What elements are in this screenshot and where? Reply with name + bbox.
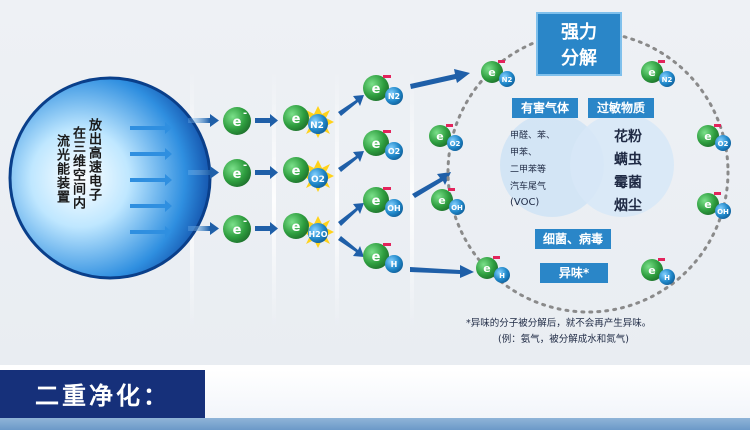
- odor-example: (例：氨气，被分解成水和氮气): [498, 334, 629, 345]
- column-separator: [410, 70, 414, 330]
- harmful-gas-box: 有害气体: [512, 98, 578, 118]
- harmful-item: 二甲苯等: [510, 165, 547, 175]
- arrow-h-to-circle: [410, 265, 474, 278]
- odor-box: 异味*: [540, 263, 608, 283]
- allergen-item: 霉菌: [614, 175, 642, 191]
- column-separator: [335, 70, 339, 330]
- electron-particle: e -: [223, 107, 251, 135]
- arrow-to-o2-radical: [338, 151, 364, 172]
- svg-text:H: H: [664, 274, 670, 282]
- svg-text:O2: O2: [718, 140, 729, 148]
- particle-n2-top: e N2: [481, 60, 515, 87]
- allergen-box: 过敏物质: [588, 98, 654, 118]
- footer-panel: [205, 370, 750, 418]
- arrow-to-oh-radical: [338, 203, 364, 226]
- svg-text:e: e: [292, 112, 301, 127]
- odor-footnote: *异味的分子被分解后，就不会再产生异味。: [466, 318, 652, 329]
- allergen-item: 螨虫: [614, 152, 642, 168]
- radical-o2: e O2: [363, 130, 403, 160]
- harmful-item: 甲苯、: [510, 148, 538, 158]
- arrow-to-collision: [255, 166, 278, 179]
- harmful-item: (VOC): [510, 197, 540, 208]
- electron-particle: e -: [223, 215, 251, 243]
- svg-text:e: e: [233, 223, 242, 238]
- footer-stripe: [0, 418, 750, 430]
- emitter-text-col3: 流光能装置: [54, 134, 69, 204]
- radical-oh: e OH: [363, 187, 403, 217]
- svg-text:O2: O2: [311, 175, 325, 185]
- svg-text:-: -: [243, 160, 247, 171]
- particle-h-right: e H: [641, 258, 675, 285]
- arrow-to-n2-radical: [338, 95, 364, 116]
- svg-text:e: e: [372, 137, 381, 152]
- electron-particle: e -: [223, 159, 251, 187]
- harmful-item: 汽车尾气: [510, 182, 547, 192]
- svg-text:OH: OH: [451, 204, 463, 212]
- svg-text:H: H: [499, 272, 505, 280]
- svg-text:e: e: [292, 164, 301, 179]
- emitter-text-col1: 放出高速电子: [86, 118, 101, 202]
- collision-o2: e O2: [283, 157, 334, 192]
- allergen-item: 花粉: [614, 129, 642, 145]
- svg-text:OH: OH: [387, 204, 401, 213]
- svg-text:N2: N2: [310, 121, 324, 131]
- allergen-item: 烟尘: [614, 198, 642, 214]
- column-separator: [272, 70, 276, 330]
- harmful-item: 甲醛、苯、: [510, 131, 556, 141]
- collision-h2o: e H2O: [283, 213, 334, 248]
- svg-text:e: e: [372, 250, 381, 265]
- svg-text:e: e: [438, 194, 445, 207]
- venn-allergen: [570, 113, 674, 217]
- particle-h-left: e H: [476, 256, 510, 283]
- strong-decomposition-title: 强力分解: [536, 12, 622, 76]
- svg-text:e: e: [233, 167, 242, 182]
- emitter-rays: [130, 122, 172, 238]
- svg-text:N2: N2: [662, 76, 673, 84]
- arrow-n2-to-circle: [410, 69, 470, 89]
- svg-text:H: H: [391, 260, 398, 269]
- arrow-to-electron: [188, 222, 219, 235]
- diagram-canvas: e - e - e - e N2 e O2: [0, 0, 750, 365]
- svg-text:e: e: [704, 130, 711, 143]
- svg-text:OH: OH: [717, 208, 729, 216]
- svg-text:N2: N2: [388, 92, 400, 101]
- svg-text:N2: N2: [502, 76, 513, 84]
- arrow-to-collision: [255, 222, 278, 235]
- svg-text:e: e: [233, 115, 242, 130]
- particle-n2-right: e N2: [641, 60, 675, 87]
- radical-n2: e N2: [363, 75, 403, 105]
- particle-oh-right: e OH: [697, 192, 731, 219]
- svg-text:e: e: [488, 66, 495, 79]
- svg-text:e: e: [483, 262, 490, 275]
- particle-o2-right: e O2: [697, 124, 731, 151]
- radical-h: e H: [363, 243, 403, 273]
- svg-text:e: e: [648, 264, 655, 277]
- bacteria-virus-box: 细菌、病毒: [535, 229, 611, 249]
- svg-text:e: e: [292, 220, 301, 235]
- svg-text:e: e: [372, 194, 381, 209]
- arrow-to-electron: [188, 114, 219, 127]
- particle-oh-left: e OH: [431, 188, 465, 215]
- svg-text:O2: O2: [388, 147, 400, 156]
- emitter-text-col2: 在三维空间内: [70, 126, 85, 210]
- arrow-oh-to-circle: [412, 172, 451, 198]
- emitter-device: [8, 76, 212, 280]
- svg-text:-: -: [243, 108, 247, 119]
- svg-text:e: e: [704, 198, 711, 211]
- arrow-to-collision: [255, 114, 278, 127]
- svg-text:e: e: [372, 82, 381, 97]
- svg-text:O2: O2: [450, 140, 461, 148]
- particle-o2-left: e O2: [429, 124, 463, 151]
- arrow-to-h-radical: [338, 236, 364, 257]
- svg-text:e: e: [436, 130, 443, 143]
- svg-text:-: -: [243, 216, 247, 227]
- collision-n2: e N2: [283, 105, 334, 138]
- svg-text:H2O: H2O: [308, 230, 327, 239]
- section-title: 二重净化：: [0, 370, 205, 422]
- svg-text:e: e: [648, 66, 655, 79]
- arrow-to-electron: [188, 166, 219, 179]
